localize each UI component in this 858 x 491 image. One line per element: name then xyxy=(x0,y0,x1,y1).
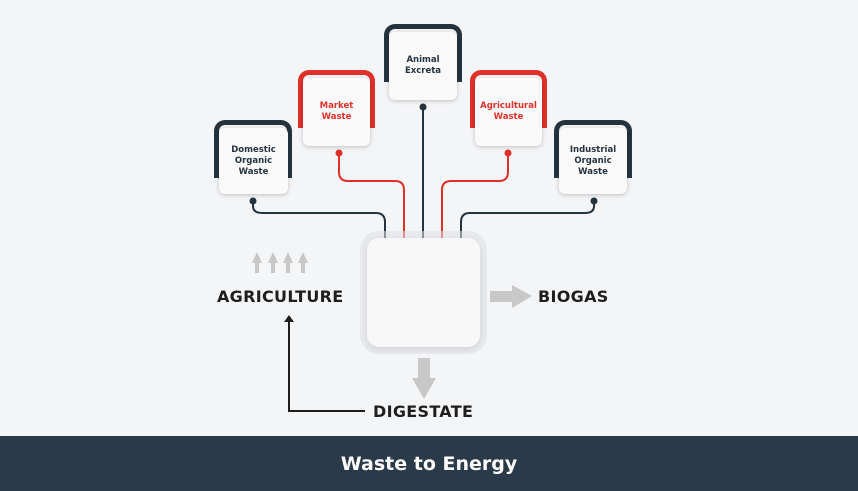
footer-title: Waste to Energy xyxy=(0,436,858,491)
dot-market xyxy=(335,149,343,157)
connector-domestic xyxy=(252,201,386,240)
frame-domestic xyxy=(214,120,292,178)
dot-agricultural xyxy=(504,149,512,157)
growth-arrows-icon xyxy=(252,252,308,273)
frame-agricultural xyxy=(470,70,547,128)
frame-industrial xyxy=(554,120,632,178)
source-domestic: Domestic Organic Waste xyxy=(219,128,288,194)
biogas-arrow-icon xyxy=(490,285,532,308)
source-industrial: Industrial Organic Waste xyxy=(559,128,627,194)
frame-animal xyxy=(384,24,462,82)
recycle-arrow xyxy=(288,321,365,412)
source-agricultural: Agricultural Waste xyxy=(475,78,542,146)
dot-domestic xyxy=(249,197,257,205)
arrowhead-icon xyxy=(284,315,294,322)
digestate-arrow-icon xyxy=(412,358,436,399)
source-market: Market Waste xyxy=(303,78,370,146)
connector-industrial xyxy=(460,201,595,240)
digestate-label: DIGESTATE xyxy=(373,402,474,421)
source-animal: Animal Excreta xyxy=(389,32,457,100)
digester-hub xyxy=(367,238,480,347)
connector-agricultural xyxy=(441,153,509,240)
biogas-label: BIOGAS xyxy=(538,287,609,306)
dot-animal xyxy=(419,103,427,111)
frame-market xyxy=(298,70,375,128)
connector-market xyxy=(338,153,405,240)
agriculture-label: AGRICULTURE xyxy=(217,287,344,306)
dot-industrial xyxy=(590,197,598,205)
